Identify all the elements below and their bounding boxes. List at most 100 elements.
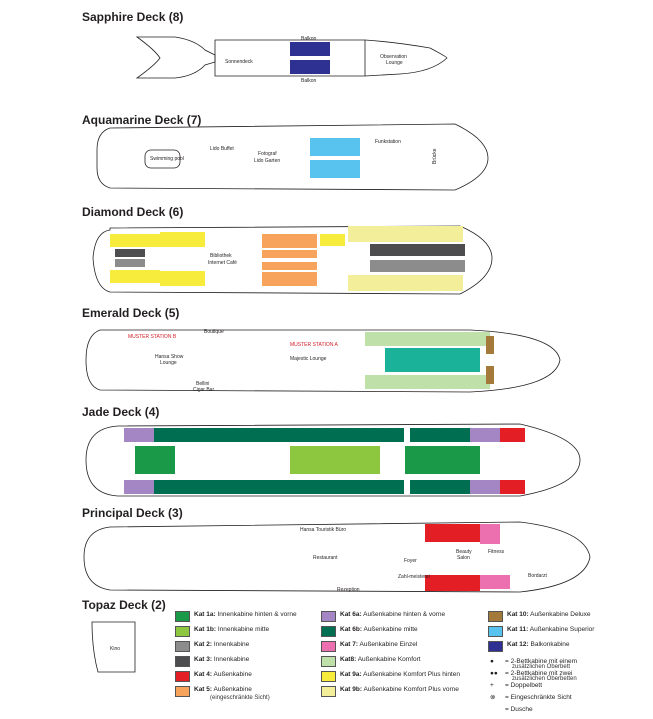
legend-entry: Kat 10: Außenkabine Deluxe [507, 611, 590, 619]
legend-description: Außenkabine Komfort Plus hinten [361, 671, 460, 678]
label-observation: Observation [380, 54, 407, 60]
legend-symbol-text: = 2-Bettkabine mit einem [505, 658, 578, 665]
sapphire-hull [135, 36, 216, 79]
legend-symbol-text: = Eingeschränkte Sicht [505, 694, 572, 701]
label-rezeption: Rezeption [337, 587, 360, 593]
legend-entry: Kat 12: Balkonkabine [507, 641, 570, 649]
legend-category: Kat 4: [194, 671, 213, 678]
legend-description: Außenkabine [212, 686, 252, 693]
label-observation-lounge: Lounge [386, 60, 403, 66]
label-fitness: Fitness [488, 549, 505, 555]
legend-description: Innenkabine [212, 656, 250, 663]
legend-description: Außenkabine [212, 671, 252, 678]
deck-title-jade: Jade Deck (4) [82, 405, 160, 419]
diamond-cabins [110, 226, 465, 291]
aquamarine-hull [96, 123, 489, 191]
legend-entry: Kat 7: Außenkabine Einzel [340, 641, 417, 649]
label-restaurant: Restaurant [313, 555, 338, 561]
principal-hull [83, 521, 591, 593]
label-bellini: Bellini [196, 381, 209, 387]
legend-category: Kat 10: [507, 611, 529, 618]
jade-hull [85, 423, 581, 497]
legend-symbol-icon: ● [490, 658, 494, 665]
legend-swatch [321, 626, 336, 637]
label-foyer: Foyer [404, 558, 417, 564]
emerald-cabins [365, 332, 494, 389]
legend-symbol-text: = 2-Bettkabine mit zwei [505, 670, 573, 677]
legend-category: Kat 12: [507, 641, 529, 648]
label-balkon-bottom: Balkon [301, 78, 317, 84]
legend-category: Kat 6a: [340, 611, 362, 618]
deck-title-topaz: Topaz Deck (2) [82, 598, 166, 612]
legend-entry: Kat 3: Innenkabine [194, 656, 249, 664]
label-funkstation: Funkstation [375, 139, 401, 145]
sapphire-cabins [290, 42, 330, 74]
legend-swatch [488, 626, 503, 637]
legend-swatch [321, 611, 336, 622]
label-cigar-bar: Cigar Bar [193, 387, 214, 393]
legend-category: Kat 9a: [340, 671, 362, 678]
legend-category: Kat8: [340, 656, 357, 663]
legend-description: Innenkabine mitte [216, 626, 270, 633]
label-kino: Kino [110, 646, 120, 652]
emerald-hull [85, 329, 561, 393]
legend-symbol-text2: zusätzlichen Oberbetten [512, 676, 577, 682]
legend-description: Außenkabine Superior [528, 626, 595, 633]
principal-cabins [425, 524, 510, 591]
label-zahlmeisterei: Zahl-meisterei [398, 574, 430, 580]
label-beauty: Beauty [456, 549, 472, 555]
label-sonnendeck: Sonnendeck [225, 59, 253, 65]
legend-swatch [321, 656, 336, 667]
label-bibliothek: Bibliothek [210, 253, 232, 259]
legend-symbol-text: = Doppelbett [505, 682, 543, 689]
legend-entry: Kat 9a: Außenkabine Komfort Plus hinten [340, 671, 460, 679]
legend-category: Kat 9b: [340, 686, 363, 693]
legend-category: Kat 11: [507, 626, 529, 633]
deck-title-sapphire: Sapphire Deck (8) [82, 10, 184, 24]
legend-swatch [175, 686, 190, 697]
legend-description: Außenkabine Einzel [358, 641, 418, 648]
legend-category: Kat 1b: [194, 626, 217, 633]
legend-swatch [488, 611, 503, 622]
legend-entry: Kat 1a: Innenkabine hinten & vorne [194, 611, 297, 619]
legend-swatch [175, 626, 190, 637]
legend-description: Außenkabine Komfort [356, 656, 421, 663]
label-lido-garten: Lido Garten [254, 158, 280, 164]
label-bordarzt: Bordarzt [528, 573, 548, 579]
legend-category: Kat 2: [194, 641, 213, 648]
label-hansa-show: Hansa Show [155, 354, 184, 360]
legend-category: Kat 3: [194, 656, 213, 663]
deck-title-diamond: Diamond Deck (6) [82, 205, 184, 219]
label-salon: Salon [457, 555, 470, 561]
swimming-pool [144, 149, 181, 169]
legend-swatch [175, 641, 190, 652]
sapphire-deck-body [214, 39, 448, 77]
label-boutique: Boutique [204, 329, 224, 335]
legend-entry: Kat 6a: Außenkabine hinten & vorne [340, 611, 445, 619]
legend-symbol-icon: + [490, 682, 494, 689]
diamond-hull [92, 225, 493, 295]
legend-description: Innenkabine [212, 641, 250, 648]
legend-description: Innenkabine hinten & vorne [215, 611, 297, 618]
legend-subtext: (eingeschränkte Sicht) [210, 695, 270, 701]
legend-category: Kat 6b: [340, 626, 363, 633]
deck-title-aquamarine: Aquamarine Deck (7) [82, 113, 202, 127]
legend-description: Balkonkabine [528, 641, 570, 648]
label-muster-station-b: MUSTER STATION B [128, 334, 177, 340]
legend-symbol-text: = Dusche [505, 706, 533, 713]
label-bruecke: Brücke [432, 148, 438, 164]
legend-entry: Kat8: Außenkabine Komfort [340, 656, 421, 664]
legend-swatch [175, 656, 190, 667]
legend-category: Kat 1a: [194, 611, 216, 618]
legend-entry: Kat 1b: Innenkabine mitte [194, 626, 269, 634]
legend-symbol-icon: ●● [490, 670, 498, 677]
deck-title-emerald: Emerald Deck (5) [82, 306, 180, 320]
legend-description: Außenkabine hinten & vorne [361, 611, 446, 618]
label-fotograf: Fotograf [258, 151, 277, 157]
legend-entry: Kat 11: Außenkabine Superior [507, 626, 594, 634]
legend-entry: Kat 9b: Außenkabine Komfort Plus vorne [340, 686, 459, 694]
label-lido-buffet: Lido Buffet [210, 146, 234, 152]
legend-entry: Kat 4: Außenkabine [194, 671, 252, 679]
jade-cabins [124, 428, 525, 494]
legend-entry: Kat 5: Außenkabine [194, 686, 252, 694]
